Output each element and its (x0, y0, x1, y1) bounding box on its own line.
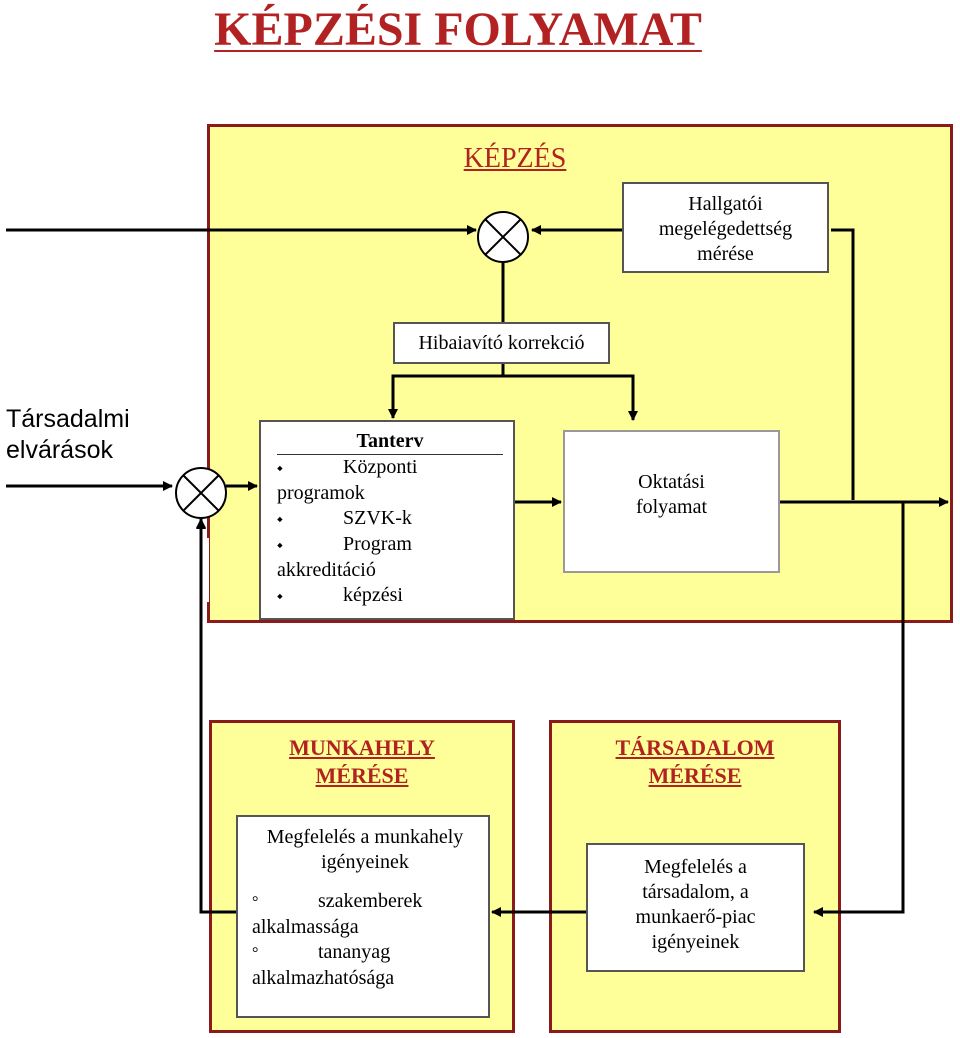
tanterv-heading: Tanterv (277, 428, 503, 455)
munkahely-box: Megfelelés a munkahely igényeinek °szake… (236, 815, 490, 1018)
tarsadalom-title: TÁRSADALOM MÉRÉSE (549, 734, 841, 790)
upper-summing-junction (477, 211, 529, 263)
tanterv-item: ⬩Központi programok (277, 456, 418, 504)
bullet-icon: ⬩ (277, 588, 283, 605)
satisfaction-box: Hallgatói megelégedettség mérése (622, 182, 829, 273)
tanterv-box: Tanterv ⬩Központi programok ⬩SZVK-k ⬩Pro… (259, 420, 515, 620)
kepzes-title: KÉPZÉS (463, 143, 567, 174)
satisfaction-line-2: megelégedettség (658, 218, 793, 240)
lower-summing-junction (175, 467, 227, 519)
munkahely-item: °tananyag alkalmazhatósága (252, 941, 395, 989)
tanterv-item: ⬩SZVK-k (277, 506, 513, 532)
munkahely-heading: Megfelelés a munkahely igényeinek (252, 825, 478, 875)
munkahely-heading-line-1: Megfelelés a munkahely (266, 826, 464, 848)
bullet-icon: ⬩ (277, 511, 283, 528)
munkahely-heading-line-2: igényeinek (321, 851, 409, 873)
satisfaction-line-1: Hallgatói (688, 193, 763, 215)
output-down-line (813, 502, 905, 917)
tanterv-item: ⬩Program akkreditáció (277, 533, 412, 581)
page-title: KÉPZÉSI FOLYAMAT (214, 3, 702, 56)
input-label: Társadalmi elvárások (6, 404, 176, 466)
input-label-line-2: elvárások (6, 436, 113, 464)
munkahely-title-line-1: MUNKAHELY (289, 735, 435, 760)
bullet-icon: ° (252, 894, 259, 911)
tarsadalom-line-3: munkaerő-piac (635, 906, 756, 928)
oktatasi-box: Oktatási folyamat (563, 430, 780, 573)
tanterv-item: ⬩képzési (277, 583, 513, 609)
munkahely-title-line-2: MÉRÉSE (315, 763, 409, 788)
bullet-icon: ⬩ (277, 537, 283, 554)
satisfaction-feedback-arrow (831, 228, 855, 500)
tarsadalom-title-line-1: TÁRSADALOM (615, 735, 775, 760)
tarsadalom-box: Megfelelés a társadalom, a munkaerő-piac… (586, 843, 805, 972)
tarsadalom-line-2: társadalom, a (642, 881, 749, 903)
munkahely-item: °szakemberek alkalmassága (252, 890, 423, 938)
tarsadalom-line-4: igényeinek (651, 931, 740, 953)
correction-box: Hibaiavító korrekció (393, 322, 610, 364)
satisfaction-line-3: mérése (697, 243, 754, 265)
input-label-line-1: Társadalmi (6, 405, 130, 433)
oktatasi-line-1: Oktatási (638, 471, 705, 493)
correction-split-line (391, 374, 638, 421)
oktatasi-line-2: folyamat (635, 496, 708, 518)
tarsadalom-title-line-2: MÉRÉSE (648, 763, 742, 788)
bullet-icon: ⬩ (277, 460, 283, 477)
munkahely-title: MUNKAHELY MÉRÉSE (209, 734, 515, 790)
bullet-icon: ° (252, 945, 259, 962)
tarsadalom-line-1: Megfelelés a (644, 856, 747, 878)
